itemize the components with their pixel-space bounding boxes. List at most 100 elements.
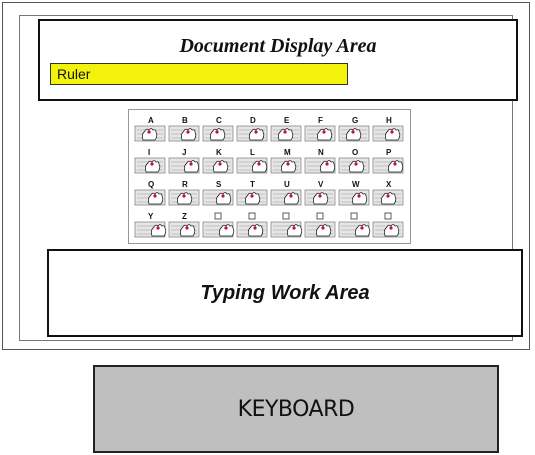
fingertip-marker	[224, 226, 228, 230]
hand-icon	[315, 224, 332, 237]
typing-work-area-label: Typing Work Area	[200, 282, 370, 304]
letter-cell-t: T	[236, 180, 268, 206]
fingertip-marker	[389, 226, 393, 230]
letter-label: L	[250, 148, 255, 157]
letter-cell-blank-3-2	[202, 212, 235, 238]
hand-icon	[384, 128, 401, 141]
letter-cell-g: G	[338, 116, 370, 142]
fingertip-marker	[292, 226, 296, 230]
hand-icon	[209, 128, 226, 141]
letter-cell-o: O	[338, 148, 370, 174]
letter-cell-x: X	[372, 180, 404, 206]
hand-icon	[183, 160, 200, 173]
hand-icon	[212, 160, 229, 173]
fingertip-marker	[289, 194, 293, 198]
fingertip-marker	[351, 130, 355, 134]
fingertip-marker	[147, 130, 151, 134]
letter-label: S	[216, 180, 222, 189]
hand-icon	[176, 192, 193, 205]
fingertip-marker	[322, 130, 326, 134]
letter-cell-y: Y	[134, 212, 167, 238]
letter-label: W	[352, 180, 360, 189]
blank-key-marker	[350, 212, 358, 220]
letter-cell-c: C	[202, 116, 234, 142]
hand-icon	[248, 128, 265, 141]
hand-icon	[380, 192, 397, 205]
blank-key-marker	[248, 212, 256, 220]
fingertip-marker	[390, 130, 394, 134]
hand-icon	[251, 160, 268, 173]
fingertip-marker	[215, 130, 219, 134]
keyboard: KEYBOARD	[93, 365, 499, 453]
letter-cell-r: R	[168, 180, 200, 206]
letter-cell-d: D	[236, 116, 268, 142]
blank-key-marker	[316, 212, 324, 220]
letter-label: U	[284, 180, 290, 189]
hand-icon	[354, 224, 371, 237]
hand-icon	[387, 160, 404, 173]
letter-cell-blank-3-5	[304, 212, 336, 238]
fingertip-marker	[393, 162, 397, 166]
fingertip-marker	[221, 194, 225, 198]
letter-label: A	[148, 116, 154, 125]
fingertip-marker	[354, 162, 358, 166]
document-display-area: Document Display Area Ruler	[38, 19, 518, 101]
letter-label: O	[352, 148, 358, 157]
fingertip-marker	[283, 130, 287, 134]
fingertip-marker	[156, 226, 160, 230]
hand-icon	[283, 192, 300, 205]
fingertip-marker	[325, 162, 329, 166]
letter-cell-l: L	[236, 148, 268, 174]
letter-label: I	[148, 148, 150, 157]
fingertip-marker	[186, 130, 190, 134]
hand-icon	[286, 224, 303, 237]
screen-inner-frame	[19, 15, 513, 341]
fingertip-marker	[257, 162, 261, 166]
blank-key-marker	[282, 212, 290, 220]
fingertip-marker	[386, 194, 390, 198]
letter-cell-m: M	[270, 148, 302, 174]
hand-icon	[150, 224, 167, 237]
letter-label: Q	[148, 180, 154, 189]
hand-icon	[244, 192, 261, 205]
hand-icon	[277, 128, 294, 141]
letter-label: M	[284, 148, 291, 157]
letter-cell-n: N	[304, 148, 336, 174]
fingertip-marker	[250, 194, 254, 198]
letter-cell-u: U	[270, 180, 302, 206]
letter-cell-v: V	[304, 180, 336, 206]
fingertip-marker	[218, 162, 222, 166]
letter-cell-a: A	[134, 116, 166, 142]
hand-icon	[180, 128, 197, 141]
letter-label: E	[284, 116, 290, 125]
fingertip-marker	[254, 130, 258, 134]
letter-label: F	[318, 116, 323, 125]
hand-icon	[215, 192, 232, 205]
letter-label: B	[182, 116, 188, 125]
hand-icon	[179, 224, 196, 237]
letter-label: T	[250, 180, 255, 189]
hand-icon	[218, 224, 235, 237]
hand-icon	[280, 160, 297, 173]
hand-icon	[147, 192, 164, 205]
letter-cell-blank-3-4	[270, 212, 303, 238]
fingertip-marker	[286, 162, 290, 166]
letter-cell-blank-3-6	[338, 212, 371, 238]
fingertip-marker	[150, 162, 154, 166]
letter-cell-blank-3-7	[372, 212, 404, 238]
letter-label: C	[216, 116, 222, 125]
ruler-label: Ruler	[57, 66, 91, 82]
letter-label: N	[318, 148, 324, 157]
blank-key-marker	[214, 212, 222, 220]
letter-cell-blank-3-3	[236, 212, 268, 238]
fingertip-marker	[357, 194, 361, 198]
hand-icon	[348, 160, 365, 173]
letter-cell-e: E	[270, 116, 302, 142]
hand-icon	[247, 224, 264, 237]
hand-icon	[345, 128, 362, 141]
document-display-title: Document Display Area	[179, 35, 377, 57]
typing-work-area: Typing Work Area	[47, 249, 523, 337]
letter-label: G	[352, 116, 358, 125]
